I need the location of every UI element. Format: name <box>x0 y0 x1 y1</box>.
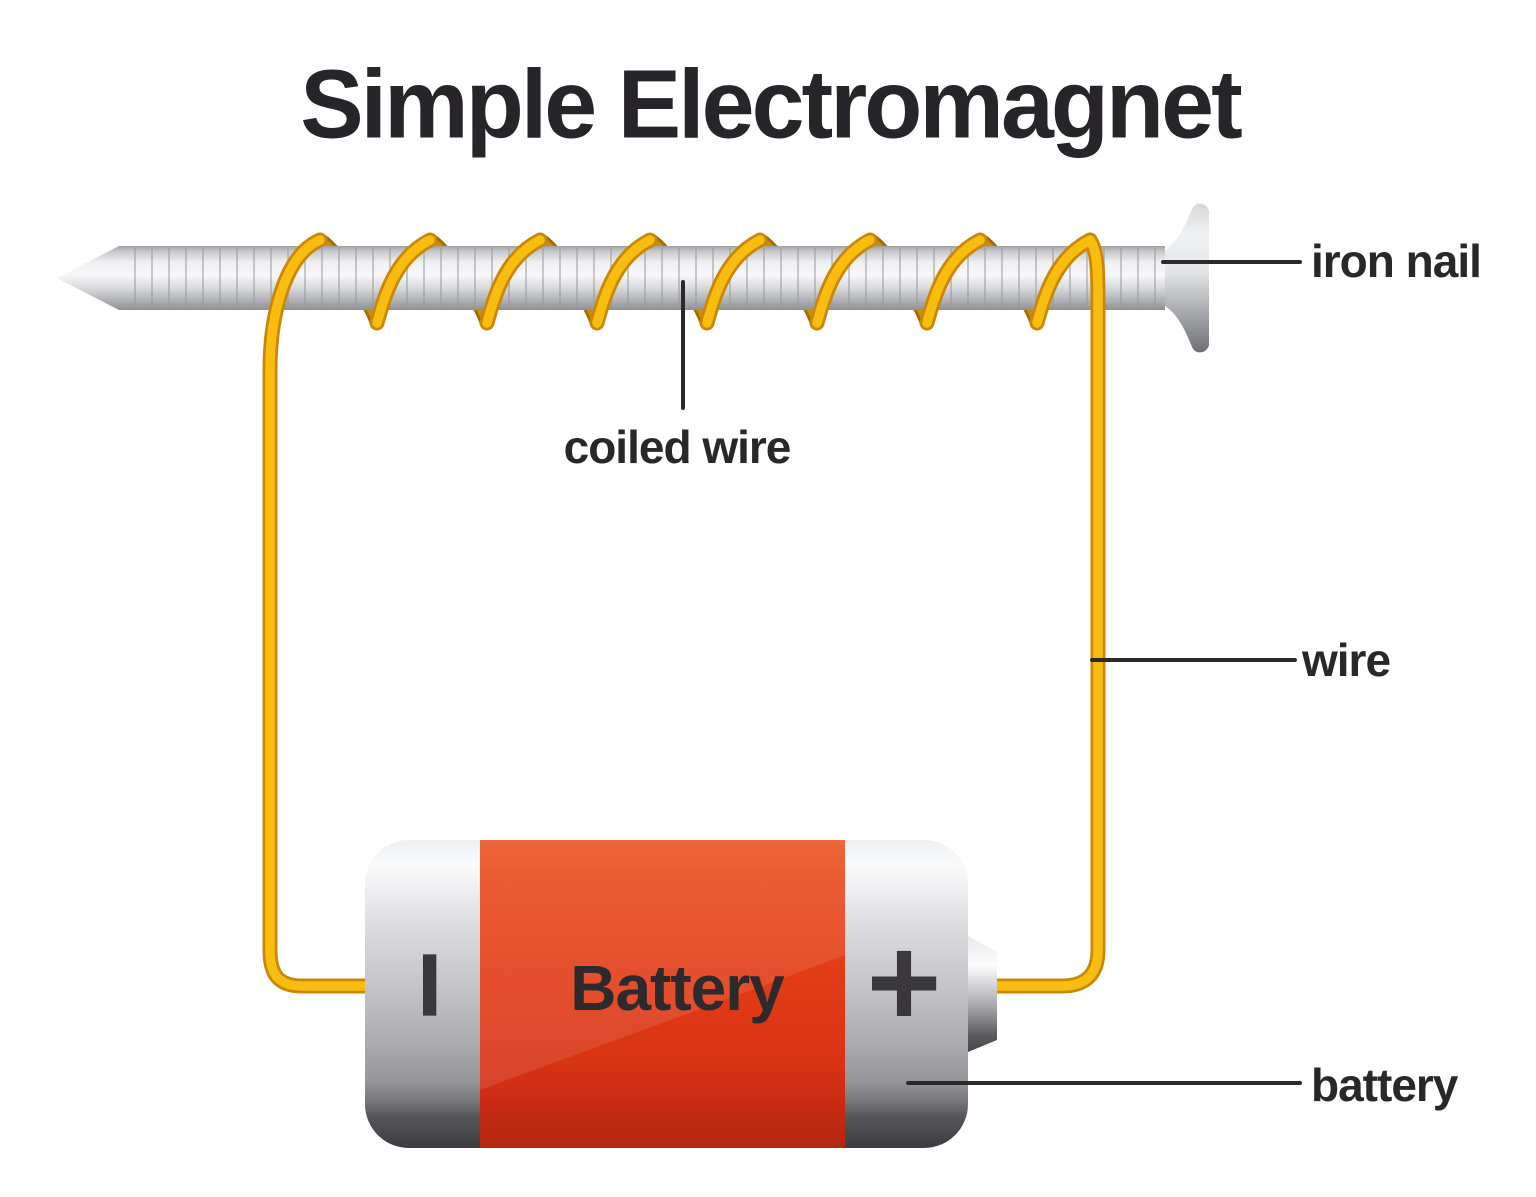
battery-gloss <box>480 840 845 1090</box>
nail-head <box>1165 203 1209 353</box>
nail-tip <box>57 246 119 310</box>
page-title: Simple Electromagnet <box>300 49 1243 159</box>
plus-terminal-symbol: + <box>866 911 942 1054</box>
minus-terminal-symbol: − <box>363 949 499 1021</box>
battery-orange-band <box>480 840 845 1148</box>
battery-label: battery <box>1311 1059 1458 1111</box>
wire-front <box>262 232 376 994</box>
coil-front-stroke <box>372 235 435 328</box>
iron-nail-label: iron nail <box>1311 235 1482 287</box>
coil-front-stroke <box>812 235 875 328</box>
battery <box>365 840 997 1148</box>
coil-front-stroke <box>702 235 765 328</box>
coil-front-stroke <box>592 235 655 328</box>
wire-front <box>987 232 1106 994</box>
label-lines <box>681 260 1302 1085</box>
left-wire <box>265 235 373 991</box>
coil-front-turns <box>262 232 1106 994</box>
coil-front-stroke <box>482 235 545 328</box>
battery-positive-terminal <box>968 936 997 1052</box>
coiled-wire-label: coiled wire <box>563 421 792 473</box>
coil-front-stroke <box>1032 235 1095 328</box>
coil-front-stroke <box>922 235 985 328</box>
wire-label: wire <box>1302 634 1391 686</box>
battery-name-text: Battery <box>570 952 785 1024</box>
right-wire <box>990 235 1103 991</box>
